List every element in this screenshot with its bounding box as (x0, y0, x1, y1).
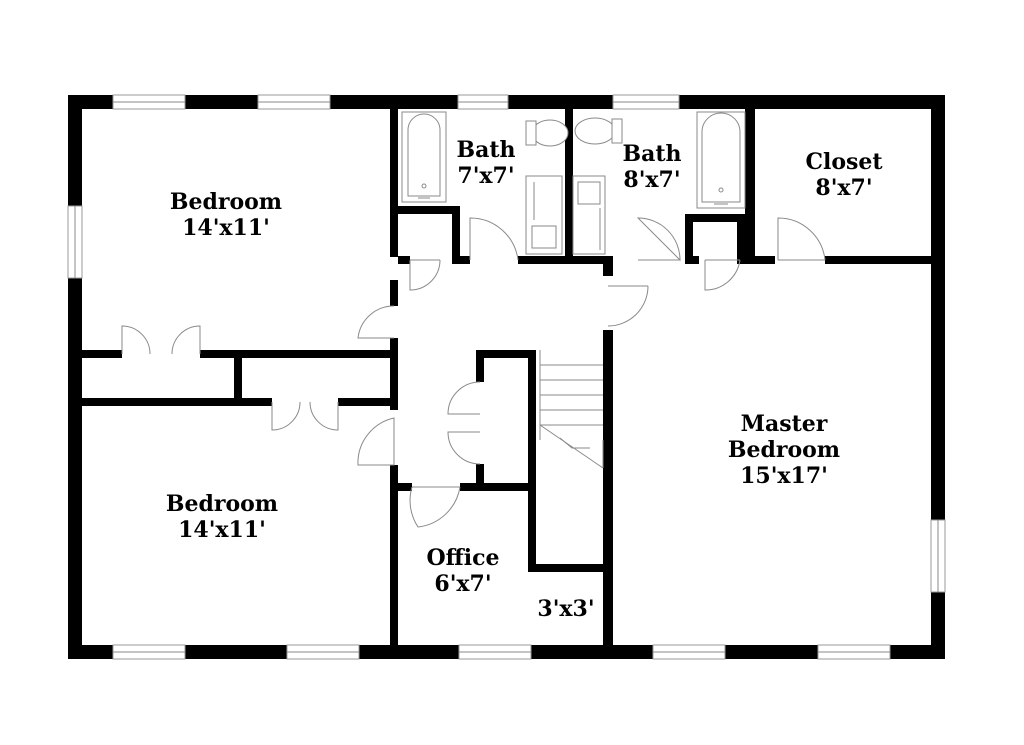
bedroom-sw-dim: 14'x11' (178, 517, 266, 543)
windows (67, 94, 946, 660)
bath-1-fixtures (401, 111, 569, 255)
master-name-line1: Master (741, 411, 828, 437)
bath-1-name: Bath (456, 137, 515, 163)
interior-walls (82, 109, 931, 645)
bath-2-dim: 8'x7' (623, 167, 680, 193)
closet-name: Closet (805, 149, 883, 175)
doors (121, 217, 826, 528)
bath-2-name: Bath (622, 141, 681, 167)
bedroom-nw-dim: 14'x11' (182, 215, 270, 241)
small-room-dim: 3'x3' (537, 596, 594, 622)
master-name-line2: Bedroom (728, 437, 840, 463)
bedroom-sw-name: Bedroom (166, 491, 278, 517)
room-labels: Bedroom 14'x11' Bedroom 14'x11' Bath 7'x… (166, 137, 883, 622)
bath-1-dim: 7'x7' (457, 163, 514, 189)
closet-dim: 8'x7' (815, 175, 872, 201)
office-dim: 6'x7' (434, 571, 491, 597)
bath-2-fixtures (572, 111, 746, 255)
master-dim: 15'x17' (740, 463, 828, 489)
bedroom-nw-name: Bedroom (170, 189, 282, 215)
office-name: Office (427, 545, 500, 571)
stairs (539, 350, 604, 469)
